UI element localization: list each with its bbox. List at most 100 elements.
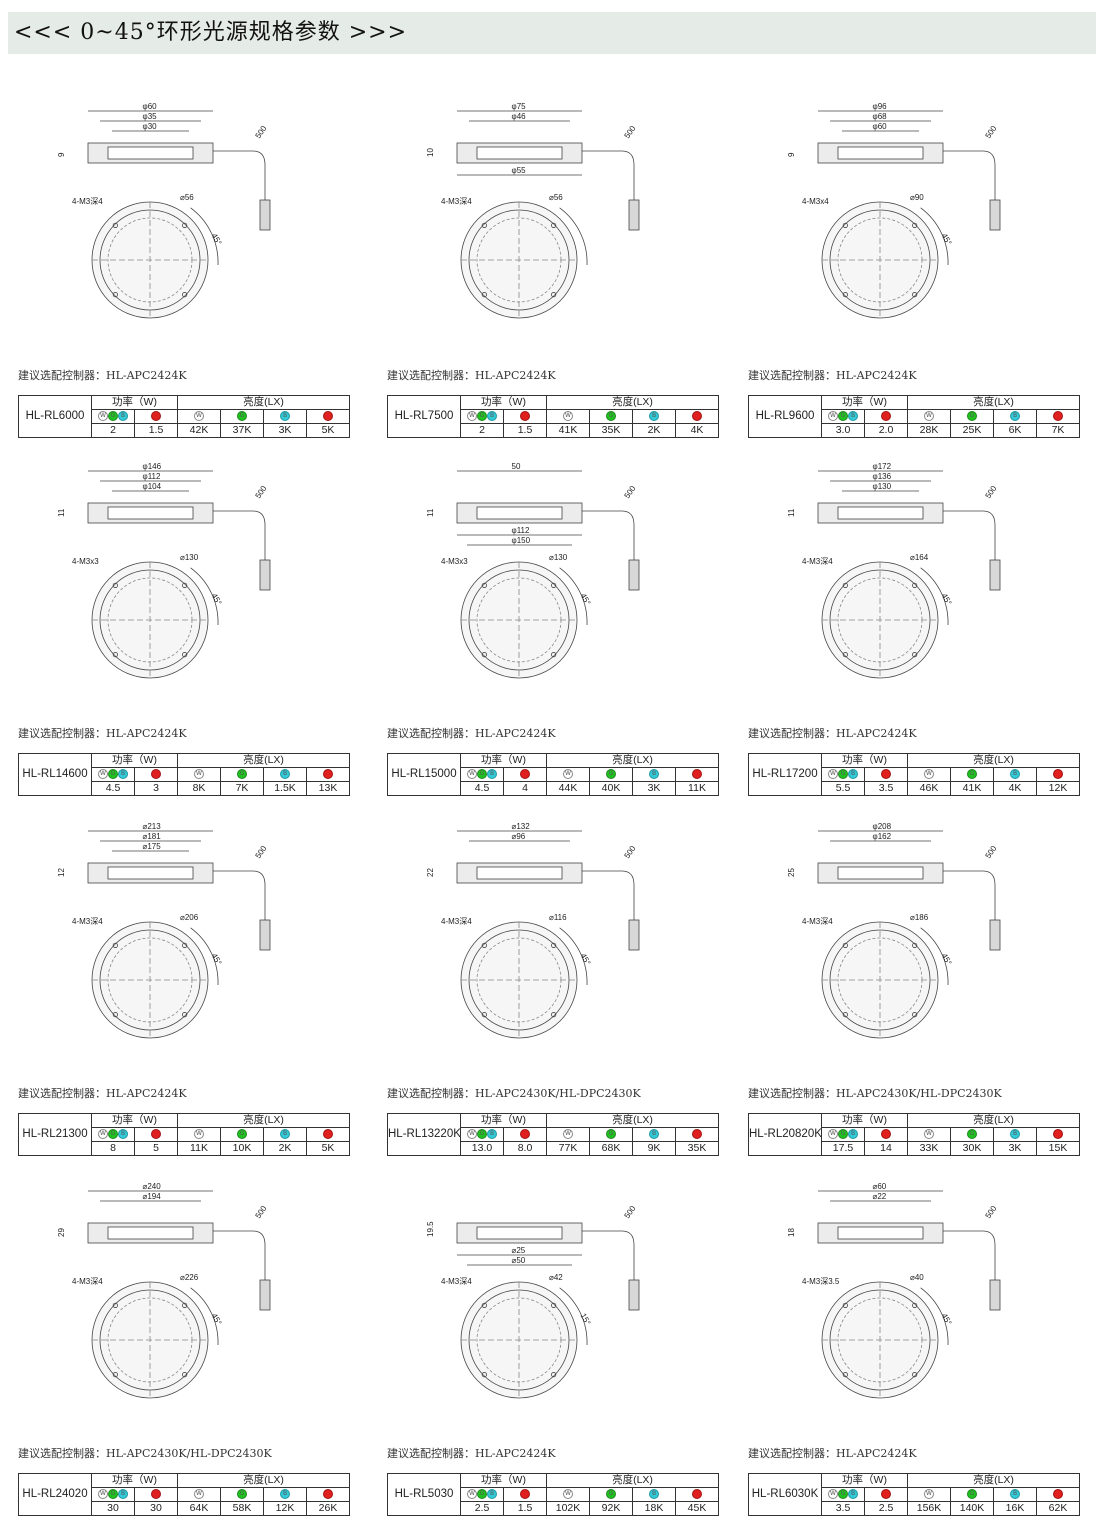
height-label: 18 [787, 1228, 796, 1237]
connector [989, 1279, 1001, 1311]
power-red-value: 30 [134, 1501, 178, 1516]
brightness-blue-value: 4K [993, 781, 1037, 796]
power-header: 功率（W) [460, 1473, 547, 1488]
brightness-red-icon-cell [306, 1487, 350, 1502]
led-white-icon: W [98, 769, 108, 780]
led-white-icon: W [563, 769, 573, 780]
angle-label: 45° [579, 592, 593, 607]
cable [943, 1230, 996, 1280]
dimension-label-bottom: φ150 [512, 536, 531, 545]
power-header: 功率（W) [821, 1113, 908, 1128]
led-blue-icon: B [487, 1489, 497, 1500]
brightness-green-value: 40K [589, 781, 633, 796]
height-label: 9 [57, 152, 66, 157]
led-green-icon: G [477, 1489, 487, 1500]
led-blue-icon: B [1010, 1129, 1020, 1140]
power-wgb-value: 30 [91, 1501, 135, 1516]
brightness-blue-value: 1.5K [263, 781, 307, 796]
power-red-value: 3.5 [864, 781, 908, 796]
mount-hole [481, 652, 487, 658]
led-white-icon: W [467, 1489, 477, 1500]
power-red-icon-cell [503, 1127, 547, 1142]
brightness-green-value: 35K [589, 423, 633, 438]
model-name: HL-RL5030 [387, 1473, 461, 1516]
led-red-icon [151, 411, 161, 422]
page-title: <<< 0~45°环形光源规格参数 >>> [14, 20, 408, 45]
brightness-red-icon-cell [675, 1127, 719, 1142]
power-red-icon-cell [864, 767, 908, 782]
led-green-icon: G [477, 411, 487, 422]
brightness-blue-value: 3K [632, 781, 676, 796]
holes-label: 4-M3深4 [441, 917, 472, 926]
model-name: HL-RL14600 [18, 753, 92, 796]
led-green-icon: G [237, 769, 247, 780]
power-header: 功率（W) [821, 395, 908, 410]
led-white-icon: W [828, 1489, 838, 1500]
power-wgb-value: 5.5 [821, 781, 865, 796]
mount-hole [112, 1012, 118, 1018]
led-green-icon: G [606, 1129, 616, 1140]
holes-label: 4-M3深4 [441, 1277, 472, 1286]
mount-hole [842, 942, 848, 948]
brightness-green-value: 58K [220, 1501, 264, 1516]
led-red-icon [323, 411, 333, 422]
brightness-header: 亮度(LX) [546, 395, 719, 410]
mount-hole [912, 292, 918, 298]
led-blue-icon: B [649, 1129, 659, 1140]
drawing [817, 830, 1001, 1039]
model-name: HL-RL17200 [748, 753, 822, 796]
brightness-green-icon-cell: G [589, 409, 633, 424]
mount-hole [112, 1372, 118, 1378]
holes-label: 4-M3x4 [802, 197, 829, 206]
brightness-green-icon-cell: G [950, 409, 994, 424]
brightness-header: 亮度(LX) [907, 1473, 1080, 1488]
led-blue-icon: B [280, 411, 290, 422]
brightness-red-value: 4K [675, 423, 719, 438]
power-header: 功率（W) [460, 395, 547, 410]
mount-hole [912, 1302, 918, 1308]
side-view-aperture [837, 1226, 924, 1240]
mount-hole [842, 292, 848, 298]
led-white-icon: W [924, 411, 934, 422]
power-red-value: 1.5 [503, 423, 547, 438]
mount-hole [481, 292, 487, 298]
cable [213, 510, 266, 560]
power-red-icon-cell [134, 1487, 178, 1502]
brightness-header: 亮度(LX) [177, 395, 350, 410]
led-green-icon: G [477, 769, 487, 780]
brightness-white-icon-cell: W [177, 1127, 221, 1142]
mount-hole [481, 222, 487, 228]
dimension-label-top: ⌀213 [143, 822, 162, 831]
dimension-label-top: φ130 [873, 482, 892, 491]
mount-hole [481, 582, 487, 588]
brightness-blue-icon-cell: B [993, 1487, 1037, 1502]
holes-label: 4-M3深4 [802, 557, 833, 566]
brightness-green-icon-cell: G [220, 409, 264, 424]
brightness-green-value: 68K [589, 1141, 633, 1156]
led-green-icon: G [108, 411, 118, 422]
led-red-icon [323, 1489, 333, 1500]
mount-hole [182, 1302, 188, 1308]
mount-hole [112, 942, 118, 948]
brightness-blue-icon-cell: B [993, 409, 1037, 424]
brightness-blue-value: 3K [263, 423, 307, 438]
led-blue-icon: B [118, 1129, 128, 1140]
brightness-blue-icon-cell: B [993, 767, 1037, 782]
power-red-value: 2.0 [864, 423, 908, 438]
mount-hole [112, 1302, 118, 1308]
power-red-icon-cell [134, 767, 178, 782]
side-view-aperture [476, 866, 563, 880]
brightness-white-value: 8K [177, 781, 221, 796]
dimension-label-bottom: φ112 [512, 526, 530, 535]
